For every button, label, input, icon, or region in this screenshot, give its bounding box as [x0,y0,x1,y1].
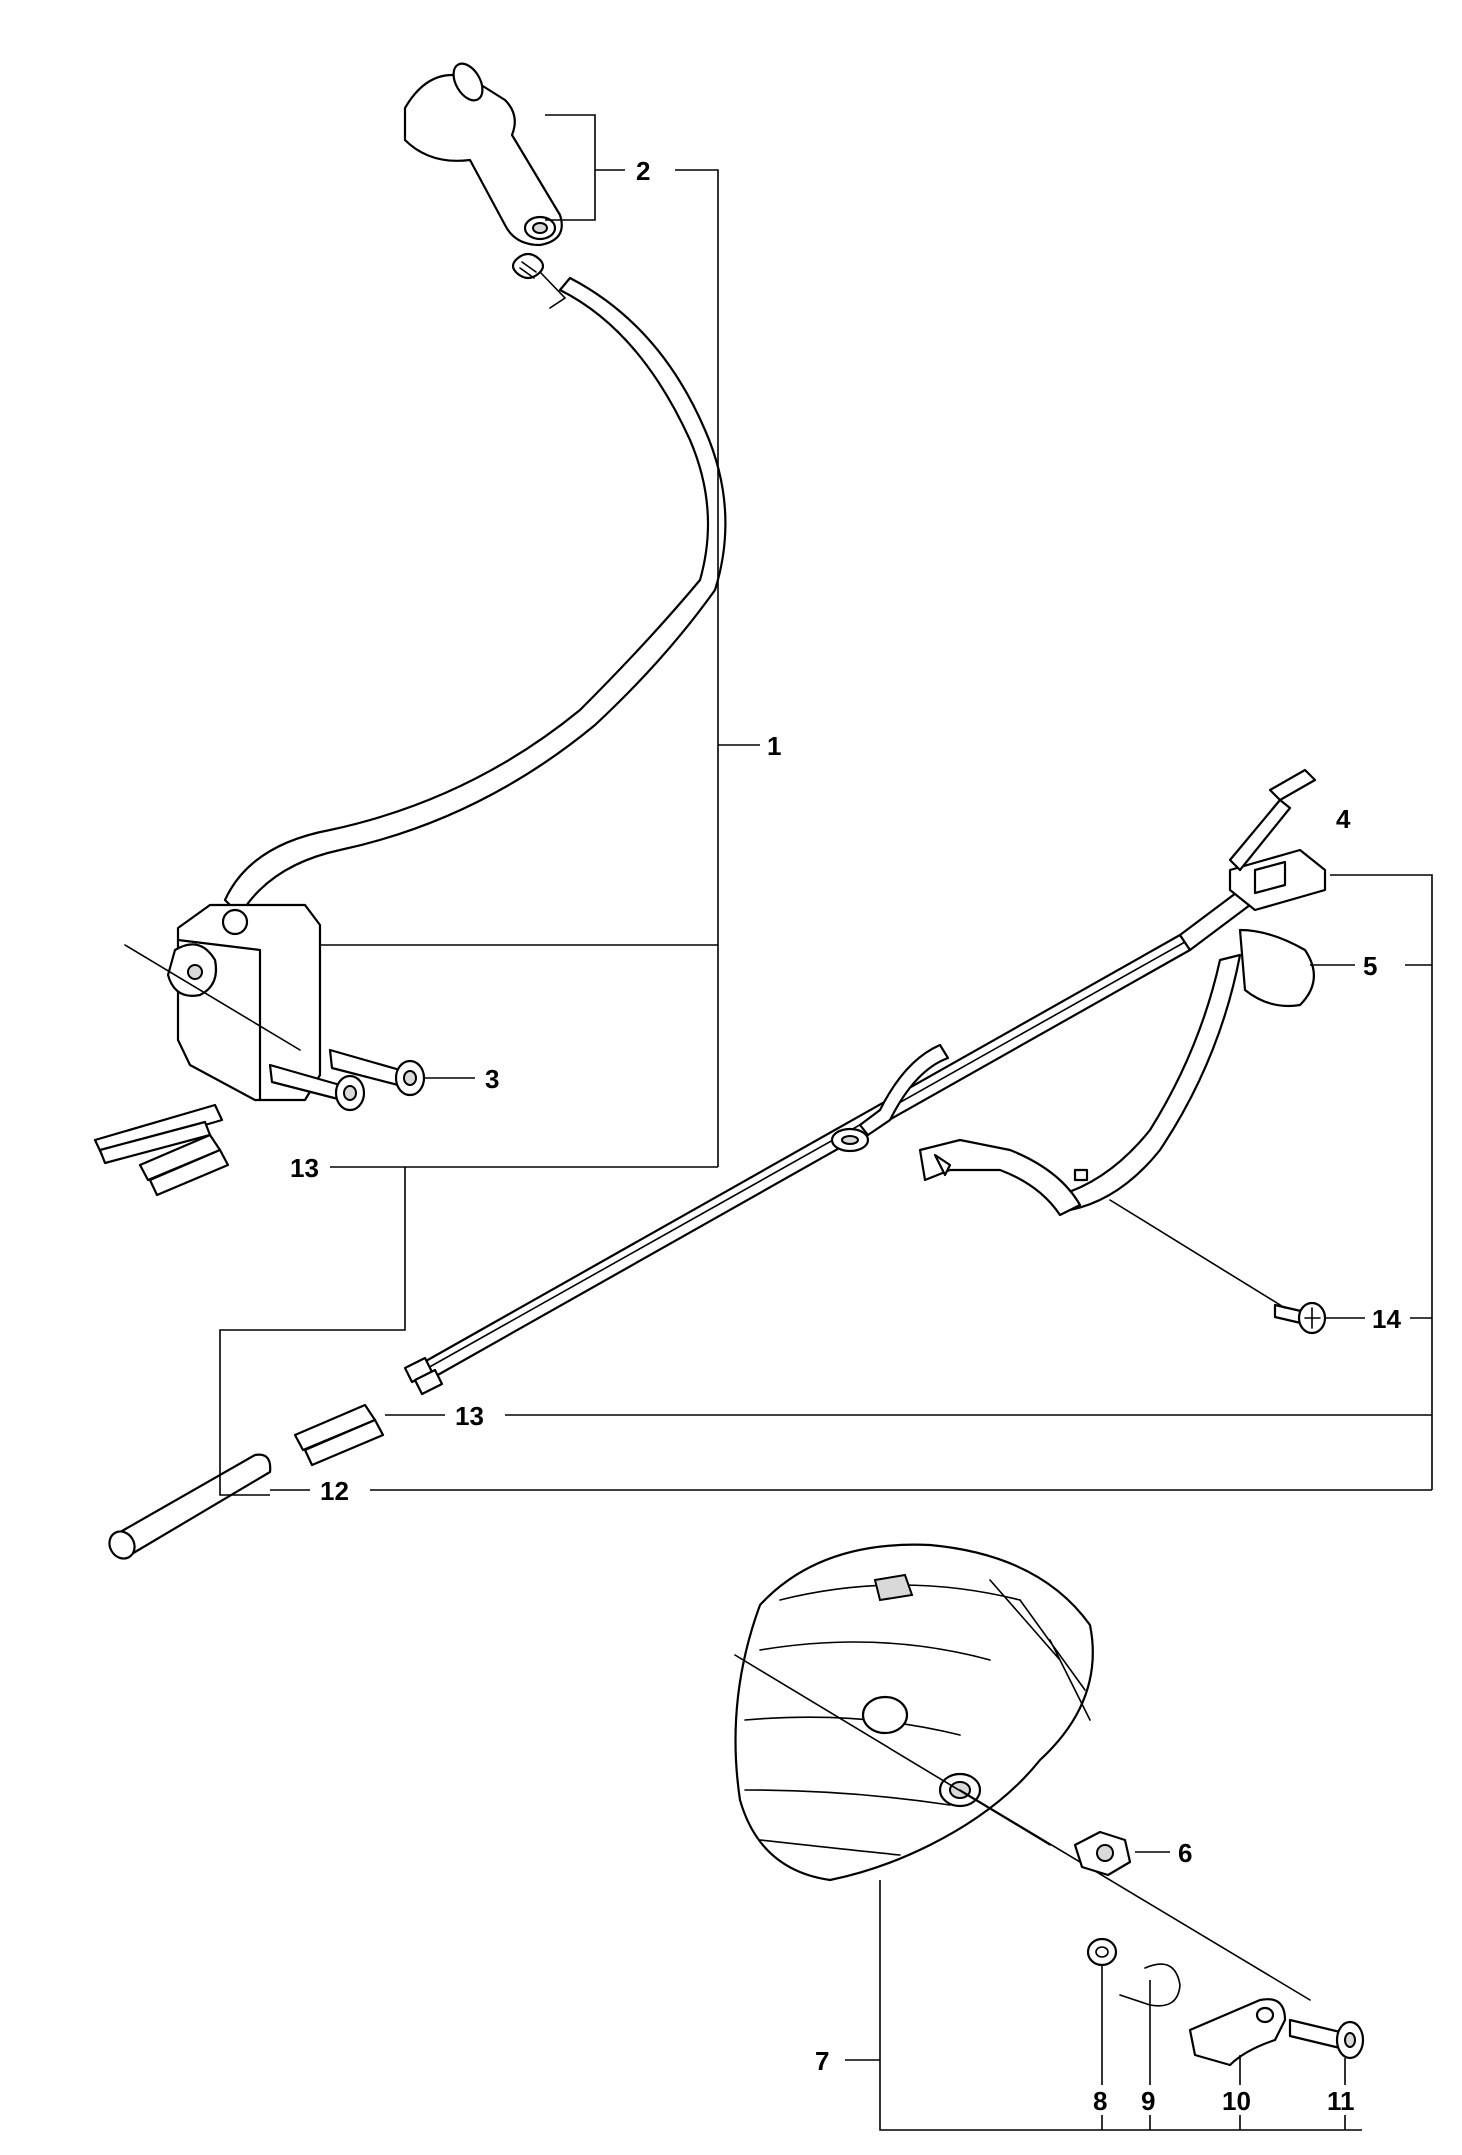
ground-ring-terminal[interactable] [830,1043,950,1153]
switch-screw[interactable] [1273,1301,1327,1335]
spark-plug-boot[interactable] [403,59,563,247]
leader-lines [219,114,1433,2131]
callout-3: 3 [485,1064,499,1094]
callout-14: 14 [1372,1304,1401,1334]
wiring-harness-assembly[interactable] [105,768,1327,1564]
callout-8: 8 [1093,2086,1107,2116]
callout-13-harness: 13 [455,1401,484,1431]
callout-labels: 1 2 3 4 5 6 7 8 9 10 11 12 13 13 14 [290,156,1401,2116]
callout-11: 11 [1327,2086,1355,2116]
callout-5: 5 [1363,951,1377,981]
harness-cable[interactable] [408,933,1192,1387]
callout-1: 1 [767,731,781,761]
harness-sleeve[interactable] [293,1403,385,1467]
stop-switch[interactable] [918,928,1315,1217]
pawl-spring[interactable] [1119,1963,1181,2007]
harness-connector[interactable] [1178,768,1327,952]
flywheel[interactable] [734,1543,1094,1882]
pawl-screw[interactable] [1288,2018,1365,2060]
flywheel-assembly[interactable] [734,1543,1365,2067]
flywheel-nut[interactable] [1073,1830,1132,1877]
callout-10: 10 [1222,2086,1251,2116]
ignition-module-assembly[interactable] [93,59,727,1197]
callout-6: 6 [1178,1838,1192,1868]
callout-9: 9 [1141,2086,1155,2116]
callout-4: 4 [1336,804,1351,834]
module-bolt[interactable] [268,1048,426,1112]
insulating-sleeve[interactable] [138,1133,230,1197]
starter-pawl[interactable] [1188,1998,1287,2067]
callout-2: 2 [636,156,650,186]
ignition-coil-module[interactable] [93,903,322,1165]
callout-12: 12 [320,1476,349,1506]
ignition-cable[interactable] [223,276,727,917]
callout-7: 7 [815,2046,829,2076]
spark-plug-spring[interactable] [511,252,567,309]
protective-tube[interactable] [105,1453,272,1564]
callout-13: 13 [290,1153,319,1183]
washer[interactable] [1086,1937,1118,1967]
